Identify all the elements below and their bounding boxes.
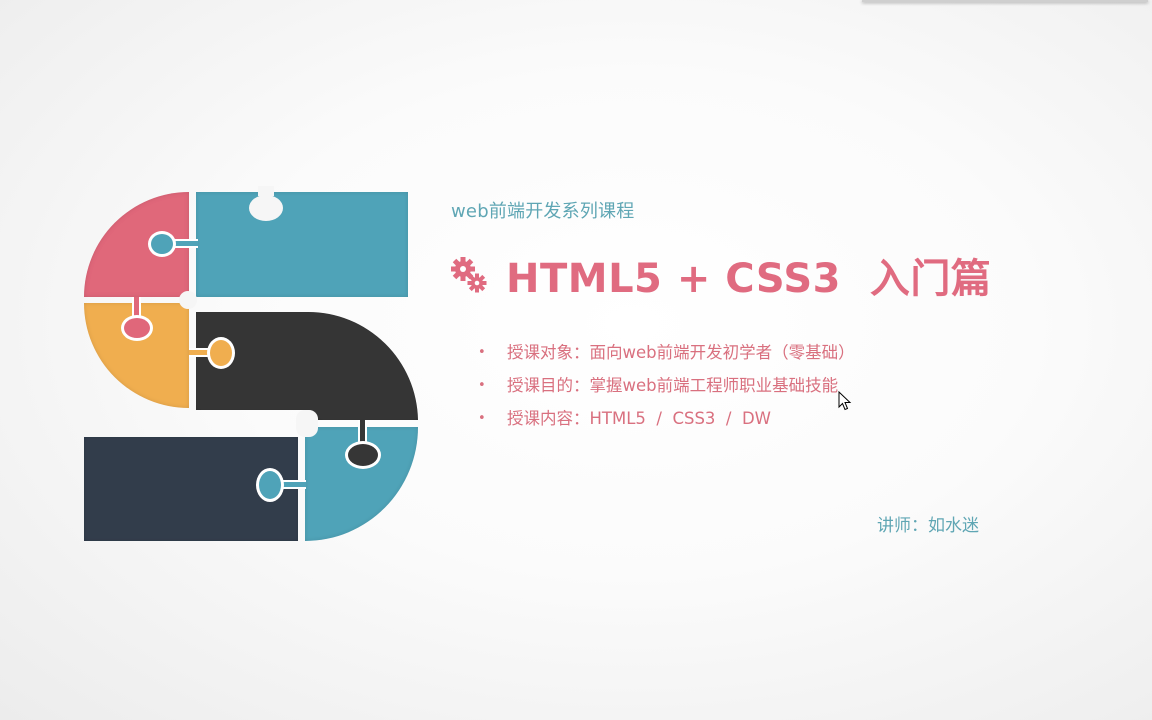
- slide-title: HTML5 + CSS3 入门篇: [506, 256, 992, 302]
- puzzle-piece-pink: [84, 192, 189, 297]
- bullet-dot: •: [478, 410, 486, 426]
- bullet-text: 授课目的：掌握web前端工程师职业基础技能: [507, 375, 839, 395]
- puzzle-piece-orange: [84, 303, 189, 408]
- bullet-text: 授课内容：HTML5 / CSS3 / DW: [507, 408, 771, 428]
- window-edge-shadow: [862, 0, 1148, 2]
- bullet-text: 授课对象：面向web前端开发初学者（零基础）: [507, 342, 855, 362]
- bullet-dot: •: [478, 344, 486, 360]
- bullet-content: • 授课内容：HTML5 / CSS3 / DW: [478, 402, 855, 435]
- puzzle-piece-teal-top: [196, 192, 408, 297]
- teacher-label: 讲师：如水迷: [877, 516, 979, 536]
- title-row: HTML5 + CSS3 入门篇: [449, 250, 991, 302]
- puzzle-piece-black: [196, 312, 418, 420]
- course-series-label: web前端开发系列课程: [451, 201, 635, 222]
- s-puzzle-logo: [84, 186, 418, 541]
- mouse-pointer-icon: [838, 391, 852, 411]
- puzzle-piece-teal-bottom: [305, 427, 418, 541]
- course-info-list: • 授课对象：面向web前端开发初学者（零基础） • 授课目的：掌握web前端工…: [478, 336, 855, 435]
- gears-icon: [451, 257, 487, 293]
- bullet-dot: •: [478, 377, 486, 393]
- bullet-goal: • 授课目的：掌握web前端工程师职业基础技能: [478, 369, 855, 402]
- bullet-audience: • 授课对象：面向web前端开发初学者（零基础）: [478, 336, 855, 369]
